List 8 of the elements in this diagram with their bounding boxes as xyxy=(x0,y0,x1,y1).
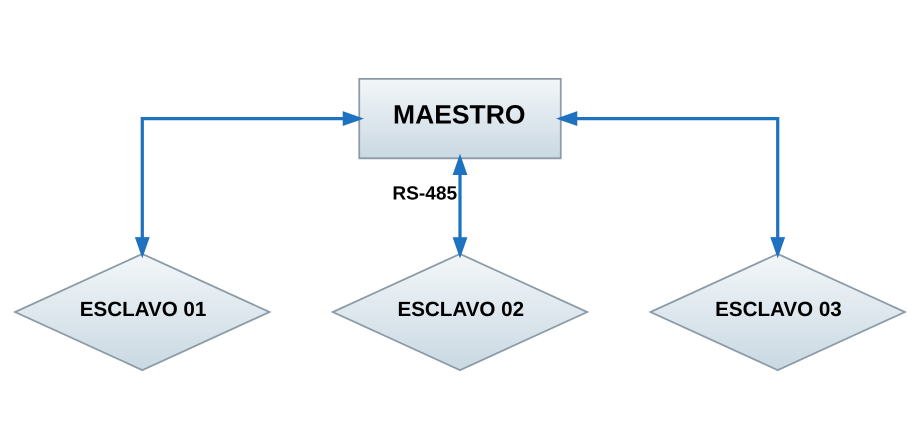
node-diamond: ESCLAVO 02 xyxy=(330,252,590,371)
node-diamond: ESCLAVO 03 xyxy=(648,252,908,371)
node-diamond: ESCLAVO 01 xyxy=(12,252,272,371)
node-box: MAESTRO xyxy=(358,78,562,159)
arrow xyxy=(556,110,786,258)
arrow xyxy=(452,153,468,258)
edge-label: RS-485 xyxy=(392,182,458,204)
arrow xyxy=(134,110,364,258)
